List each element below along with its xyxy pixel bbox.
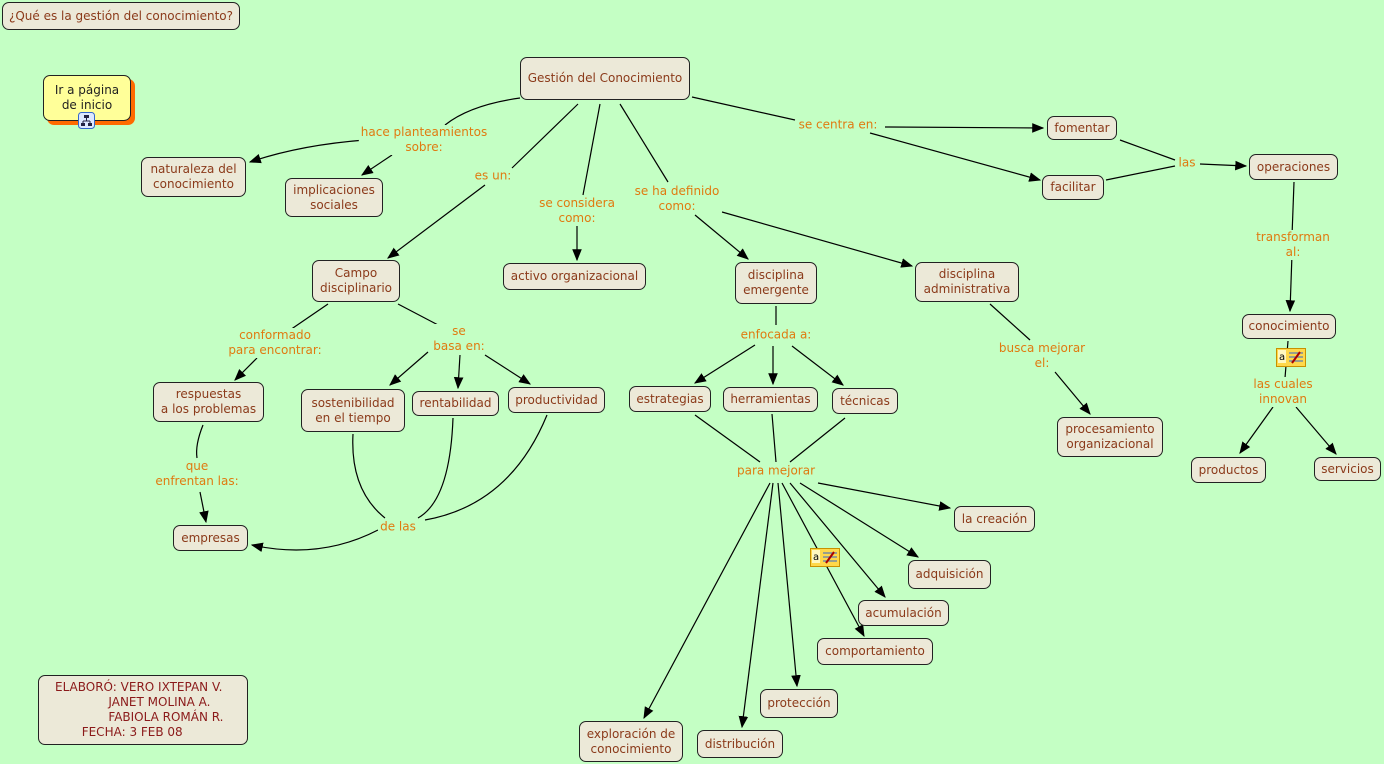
sitemap-icon[interactable] [78,112,95,129]
concept-acumulacion[interactable]: acumulación [858,600,949,626]
map-title: ¿Qué es la gestión del conocimiento? [2,2,240,30]
concept-estrategias[interactable]: estrategias [629,386,711,412]
svg-text:a: a [813,552,819,563]
concept-servicios[interactable]: servicios [1314,457,1381,481]
concept-gestion[interactable]: Gestión del Conocimiento [520,57,690,100]
link-transforman: transforman al: [1247,230,1339,260]
concept-herramientas[interactable]: herramientas [723,387,818,412]
concept-implicaciones[interactable]: implicaciones sociales [285,178,383,217]
credits-box: ELABORÓ: VERO IXTEPAN V. JANET MOLINA A.… [38,675,248,745]
concept-naturaleza[interactable]: naturaleza del conocimiento [141,157,246,197]
concept-operaciones[interactable]: operaciones [1249,154,1338,180]
concept-campo[interactable]: Campo disciplinario [312,260,400,302]
link-para-mejorar: para mejorar [734,463,818,479]
concept-comportamiento[interactable]: comportamiento [817,638,933,665]
link-busca-mejorar: busca mejorar el: [996,341,1088,371]
link-se-considera: se considera como: [537,196,617,226]
link-de-las: de las [378,519,418,535]
concept-productos[interactable]: productos [1191,457,1266,483]
concept-emergente[interactable]: disciplina emergente [735,262,817,304]
concept-administrativa[interactable]: disciplina administrativa [915,262,1019,302]
link-hace-planteamientos: hace planteamientos sobre: [358,125,490,155]
link-conformado: conformado para encontrar: [226,328,324,358]
concept-proteccion[interactable]: protección [760,689,838,718]
note-annotation-icon[interactable]: a [1276,348,1306,367]
link-las: las [1176,155,1198,171]
svg-text:a: a [1279,352,1285,363]
concept-exploracion[interactable]: exploración de conocimiento [579,721,683,762]
concept-distribucion[interactable]: distribución [697,730,783,758]
concept-sostenibilidad[interactable]: sostenibilidad en el tiempo [301,389,405,432]
link-enfrentan: que enfrentan las: [153,459,241,489]
link-las-cuales: las cuales innovan [1251,377,1315,407]
concept-facilitar[interactable]: facilitar [1042,175,1104,200]
concept-tecnicas[interactable]: técnicas [832,388,898,414]
concept-rentabilidad[interactable]: rentabilidad [412,391,499,416]
link-enfocada: enfocada a: [738,327,814,343]
concept-productividad[interactable]: productividad [508,387,605,413]
concept-creacion[interactable]: la creación [954,506,1035,532]
link-se-ha-definido: se ha definido como: [632,184,722,214]
concept-activo[interactable]: activo organizacional [503,263,646,290]
concept-procesamiento[interactable]: procesamiento organizacional [1057,417,1163,457]
concept-conocimiento[interactable]: conocimiento [1242,314,1336,339]
concept-empresas[interactable]: empresas [173,525,248,551]
concept-adquisicion[interactable]: adquisición [908,560,991,589]
link-se-centra: se centra en: [796,117,880,133]
concept-fomentar[interactable]: fomentar [1047,116,1117,140]
home-page-link[interactable]: Ir a página de inicio [43,75,131,121]
concept-respuestas[interactable]: respuestas a los problemas [153,382,264,422]
link-es-un: es un: [472,168,514,184]
link-se-basa: se basa en: [431,324,487,354]
note-annotation-icon[interactable]: a [810,548,840,567]
